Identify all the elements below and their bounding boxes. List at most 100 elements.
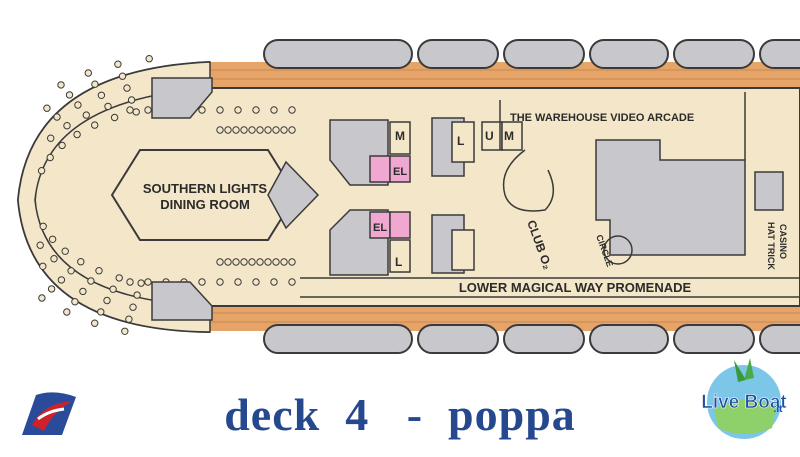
seat	[288, 106, 296, 114]
seat	[63, 122, 71, 130]
seat	[91, 121, 99, 129]
liveboat-globe-logo-icon: Live Boat .it	[701, 358, 788, 441]
label-u: U	[485, 129, 494, 143]
lifeboats-bottom	[263, 324, 800, 354]
seat	[126, 278, 134, 286]
seat	[216, 106, 224, 114]
seat	[39, 262, 47, 270]
seat	[252, 106, 260, 114]
seat	[95, 267, 103, 275]
deck-plan: THE WAREHOUSE VIDEO ARCADE SOUTHERN LIGH…	[16, 39, 800, 354]
seat	[280, 258, 288, 266]
seat	[216, 278, 224, 286]
seat	[252, 278, 260, 286]
seat	[48, 235, 57, 244]
label-m: M	[395, 129, 405, 143]
seat	[264, 126, 272, 134]
seat	[63, 308, 71, 316]
label-l-2: L	[395, 255, 402, 269]
seat	[248, 126, 256, 134]
seat	[43, 104, 51, 112]
seat	[216, 258, 224, 266]
seat	[121, 327, 129, 335]
seat	[280, 126, 288, 134]
seat	[47, 134, 55, 142]
seat	[36, 241, 44, 249]
seat	[114, 60, 122, 68]
elevators	[369, 155, 411, 239]
seat	[37, 167, 46, 175]
seat	[288, 126, 296, 134]
seat	[91, 80, 99, 88]
seat	[133, 291, 141, 299]
seat	[77, 258, 85, 266]
casino-label-1: HAT TRICK	[766, 222, 776, 270]
seat	[46, 153, 54, 162]
warehouse-arcade-label: THE WAREHOUSE VIDEO ARCADE	[510, 112, 694, 124]
seat	[67, 267, 75, 275]
seat	[264, 258, 272, 266]
seat	[132, 108, 140, 116]
seat	[224, 258, 232, 266]
seat	[232, 258, 240, 266]
seat	[272, 126, 280, 134]
carnival-funnel-logo-icon	[22, 392, 76, 435]
seat	[145, 55, 153, 63]
seat	[103, 296, 111, 305]
club-curve	[502, 149, 554, 212]
seat	[97, 91, 106, 100]
seat	[38, 294, 46, 302]
seat	[58, 141, 66, 150]
seat	[144, 278, 152, 286]
seat	[224, 126, 232, 134]
label-m-2: M	[504, 129, 514, 143]
stairwells	[329, 117, 465, 276]
seat	[74, 101, 82, 109]
seat	[79, 287, 87, 296]
seat	[144, 106, 152, 114]
seat	[216, 126, 224, 134]
seat	[50, 255, 58, 263]
seat	[118, 72, 127, 80]
seat	[71, 298, 79, 306]
seat	[123, 84, 131, 92]
seat	[53, 113, 61, 121]
seat	[65, 91, 74, 99]
seat	[248, 258, 256, 266]
seat	[82, 111, 91, 119]
casino-label-2: CASINO	[778, 224, 788, 259]
seat	[39, 222, 47, 231]
seat	[104, 102, 112, 111]
seat	[110, 113, 119, 122]
seat	[109, 285, 117, 293]
label-el-2: EL	[373, 222, 387, 234]
seat	[256, 126, 264, 134]
seat	[272, 258, 280, 266]
seat	[126, 106, 134, 114]
seat	[270, 278, 278, 286]
seat	[234, 106, 242, 114]
seat	[240, 258, 248, 266]
seat	[87, 277, 95, 285]
seat	[115, 274, 123, 282]
seat	[288, 278, 296, 286]
dining-room-label-1: SOUTHERN LIGHTS	[143, 181, 268, 196]
seat	[125, 315, 133, 323]
service-blocks-stern	[151, 77, 213, 321]
lifeboats-top	[263, 39, 800, 69]
seat	[84, 69, 93, 77]
liveboat-logo-suffix: .it	[774, 404, 784, 415]
label-el-1: EL	[393, 166, 407, 178]
seat	[256, 258, 264, 266]
seat	[198, 106, 206, 114]
label-l-1: L	[457, 134, 464, 148]
seat	[57, 276, 66, 284]
seat	[127, 96, 136, 104]
arcade-block	[595, 139, 746, 256]
seat	[47, 285, 56, 293]
seat	[270, 106, 278, 114]
seat	[288, 258, 296, 266]
dining-room-label-2: DINING ROOM	[160, 197, 250, 212]
seat	[232, 126, 240, 134]
seat	[240, 126, 248, 134]
